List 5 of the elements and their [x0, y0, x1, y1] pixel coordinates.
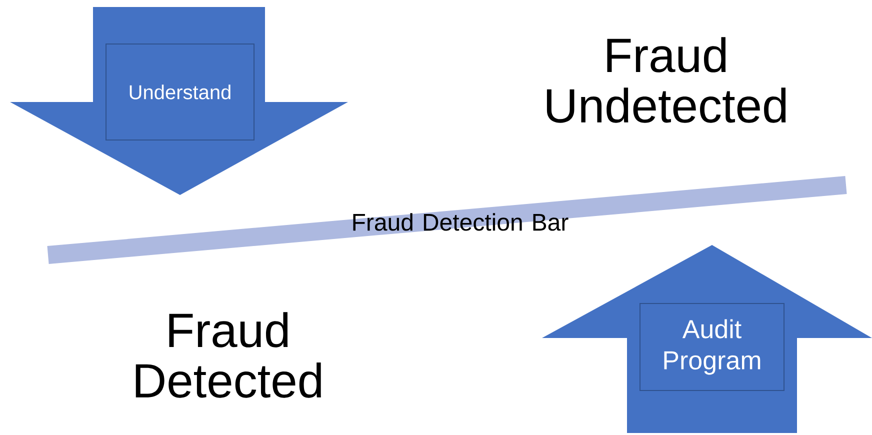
label-text: Fraud Detected: [136, 312, 321, 398]
label-text: Fraud Undetected: [546, 37, 786, 123]
text-box: Audit Program: [640, 303, 784, 391]
text-box: Understand: [106, 44, 254, 140]
label-text: Fraud Detection Bar: [353, 213, 568, 231]
